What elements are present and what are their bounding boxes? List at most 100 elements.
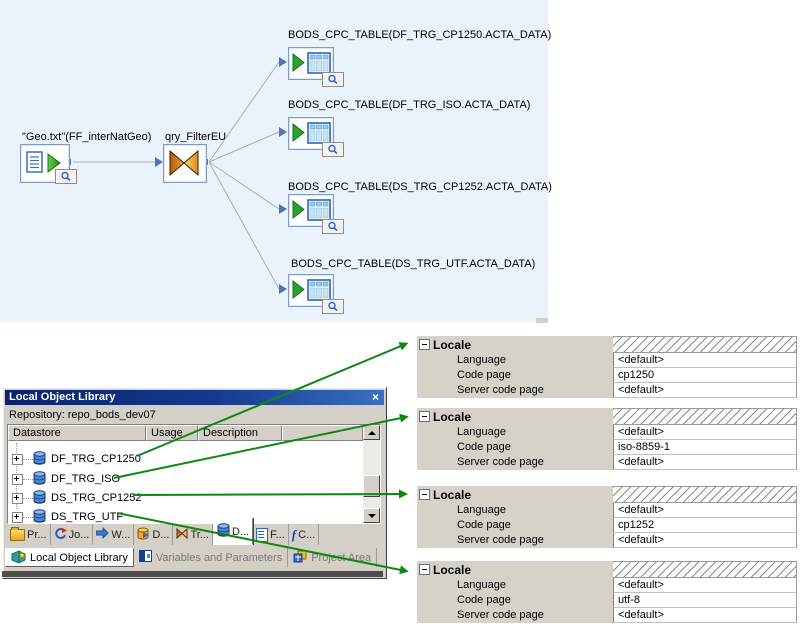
tab-label: F... (270, 528, 285, 541)
expand-plus-icon[interactable] (12, 492, 23, 504)
locale-header: Locale (417, 408, 797, 425)
transform-bowtie-icon (176, 527, 188, 542)
target-table-node[interactable] (288, 47, 334, 80)
hatch-fill (613, 486, 797, 503)
view-data-magnifier-button[interactable] (322, 72, 344, 87)
query-bowtie-icon (169, 149, 199, 179)
tab-datastores[interactable]: D... (212, 518, 254, 545)
tab-project-area[interactable]: Project Area (288, 548, 378, 567)
table-icon (307, 122, 331, 147)
datastore-list: Datastore Usage Description DF_TRG_CP125… (7, 424, 381, 524)
locale-title: Locale (433, 562, 472, 577)
datastore-icon (33, 508, 46, 526)
table-icon (307, 279, 331, 304)
language-label: Language (417, 578, 613, 593)
view-data-magnifier-button[interactable] (55, 169, 77, 184)
project-area-icon (293, 550, 307, 566)
language-value[interactable]: <default> (613, 578, 797, 593)
table-icon (307, 52, 331, 77)
tab-transforms[interactable]: Tr... (173, 524, 213, 545)
tab-jobs[interactable]: Jo... (51, 524, 94, 545)
list-header: Datastore Usage Description (8, 425, 363, 441)
tab-dataflows[interactable]: D... (134, 524, 174, 545)
collapse-icon[interactable] (419, 339, 430, 350)
server-code-page-value[interactable]: <default> (613, 608, 797, 623)
list-rows: DF_TRG_CP1250 DF_TRG_ISO DS_TRG_CP1252 D… (8, 441, 363, 523)
play-icon (292, 199, 305, 222)
hatch-fill (613, 336, 797, 353)
column-header-description[interactable]: Description (198, 425, 282, 441)
table-row[interactable]: DF_TRG_CP1250 (8, 450, 141, 467)
table-icon (307, 199, 331, 224)
scrollbar-thumb[interactable] (363, 475, 380, 497)
locale-panel-3: Locale Language <default> Code page cp12… (417, 486, 797, 548)
expand-plus-icon[interactable] (12, 453, 23, 465)
hatch-fill (613, 408, 797, 425)
tab-variables-and-parameters[interactable]: Variables and Parameters (134, 548, 289, 567)
code-page-value[interactable]: utf-8 (613, 593, 797, 608)
collapse-icon[interactable] (419, 564, 430, 575)
expand-plus-icon[interactable] (12, 511, 23, 523)
server-code-page-label: Server code page (417, 533, 613, 548)
code-page-value[interactable]: cp1252 (613, 518, 797, 533)
collapse-icon[interactable] (419, 411, 430, 422)
tab-workflows[interactable]: W... (93, 524, 135, 545)
column-header-datastore[interactable]: Datastore (8, 425, 146, 441)
play-icon (47, 153, 61, 176)
vertical-scrollbar[interactable] (363, 425, 380, 523)
datastore-name: DS_TRG_UTF (51, 511, 124, 523)
source-node-label: "Geo.txt"(FF_interNatGeo) (22, 131, 152, 143)
tab-label: D... (152, 528, 170, 541)
locale-panel-1: Locale Language <default> Code page cp12… (417, 336, 797, 398)
language-value[interactable]: <default> (613, 503, 797, 518)
variables-icon (138, 550, 152, 565)
language-label: Language (417, 425, 613, 440)
server-code-page-value[interactable]: <default> (613, 455, 797, 470)
jobs-icon (54, 527, 67, 543)
server-code-page-value[interactable]: <default> (613, 383, 797, 398)
tab-formats[interactable]: F... (253, 524, 289, 545)
language-value[interactable]: <default> (613, 353, 797, 368)
column-header-usage[interactable]: Usage (146, 425, 198, 441)
dataflow-icon (137, 527, 150, 543)
query-transform-node[interactable] (163, 144, 207, 183)
tab-projects[interactable]: Pr... (7, 524, 51, 545)
formats-document-icon (256, 527, 269, 542)
dock-tabs: Local Object Library Variables and Param… (5, 545, 384, 570)
tab-local-object-library[interactable]: Local Object Library (5, 548, 134, 567)
library-title-bar[interactable]: Local Object Library × (5, 390, 384, 405)
scroll-up-button[interactable] (363, 425, 380, 440)
tab-custom-functions[interactable]: f C... (289, 524, 320, 545)
view-data-magnifier-button[interactable] (322, 142, 344, 157)
language-value[interactable]: <default> (613, 425, 797, 440)
table-row[interactable]: DF_TRG_ISO (8, 470, 120, 487)
code-page-value[interactable]: iso-8859-1 (613, 440, 797, 455)
view-data-magnifier-button[interactable] (322, 219, 344, 234)
tab-label: C... (298, 528, 316, 541)
table-row[interactable]: DS_TRG_CP1252 (8, 489, 142, 506)
view-data-magnifier-button[interactable] (322, 299, 344, 314)
scroll-down-button[interactable] (363, 508, 380, 523)
code-page-label: Code page (417, 368, 613, 383)
query-node-label: qry_FilterEU (165, 131, 227, 143)
dataflow-canvas: "Geo.txt"(FF_interNatGeo) qry_FilterEU B… (0, 0, 552, 322)
expand-plus-icon[interactable] (12, 473, 23, 485)
code-page-value[interactable]: cp1250 (613, 368, 797, 383)
code-page-label: Code page (417, 518, 613, 533)
locale-header: Locale (417, 561, 797, 578)
locale-panel-2: Locale Language <default> Code page iso-… (417, 408, 797, 470)
locale-title: Locale (433, 409, 472, 424)
locale-title: Locale (433, 487, 472, 502)
table-row[interactable]: DS_TRG_UTF (8, 508, 124, 526)
connector-lines (65, 57, 287, 294)
collapse-icon[interactable] (419, 489, 430, 500)
tab-label: Local Object Library (30, 551, 128, 564)
target-node-label: BODS_CPC_TABLE(DS_TRG_CP1252.ACTA_DATA) (288, 181, 552, 193)
target-node-label: BODS_CPC_TABLE(DF_TRG_ISO.ACTA_DATA) (288, 99, 531, 111)
object-type-tabs: Pr... Jo... W... D... Tr... D... F... f … (7, 518, 382, 545)
server-code-page-value[interactable]: <default> (613, 533, 797, 548)
locale-header: Locale (417, 336, 797, 353)
locale-header: Locale (417, 486, 797, 503)
close-icon[interactable]: × (371, 390, 379, 404)
datastore-name: DF_TRG_CP1250 (51, 453, 141, 465)
